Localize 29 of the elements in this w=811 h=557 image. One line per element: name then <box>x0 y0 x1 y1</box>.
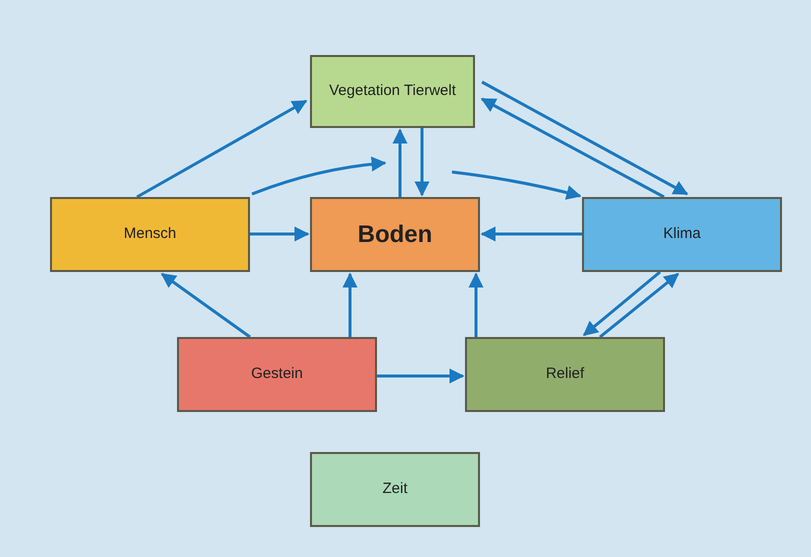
box-label: Mensch <box>122 225 178 244</box>
factor-box <box>50 197 250 272</box>
arrow <box>250 226 310 242</box>
box-label: Gestein <box>250 365 304 384</box>
box-label: Boden <box>356 220 434 250</box>
arrow <box>414 128 430 196</box>
box-label: Klima <box>662 225 702 244</box>
factor-box <box>582 197 782 272</box>
factor-box <box>310 197 480 272</box>
box-label: Relief <box>544 365 586 384</box>
arrow <box>468 272 484 337</box>
arrow <box>480 98 665 198</box>
arrow <box>392 128 408 197</box>
factor-box <box>310 55 475 128</box>
arrow <box>599 272 680 338</box>
arrow <box>342 272 358 337</box>
factor-box <box>465 337 665 412</box>
box-label: Zeit <box>381 480 408 499</box>
arrow <box>377 368 464 384</box>
factor-box <box>177 337 377 412</box>
arrow <box>582 270 661 336</box>
arrow <box>160 272 251 338</box>
arrow <box>452 170 582 200</box>
box-label: Vegetation Tierwelt <box>328 82 457 101</box>
arrow <box>480 226 582 242</box>
arrow <box>251 156 386 196</box>
factor-box <box>310 452 480 527</box>
arrow <box>136 100 308 198</box>
arrow <box>481 80 688 196</box>
